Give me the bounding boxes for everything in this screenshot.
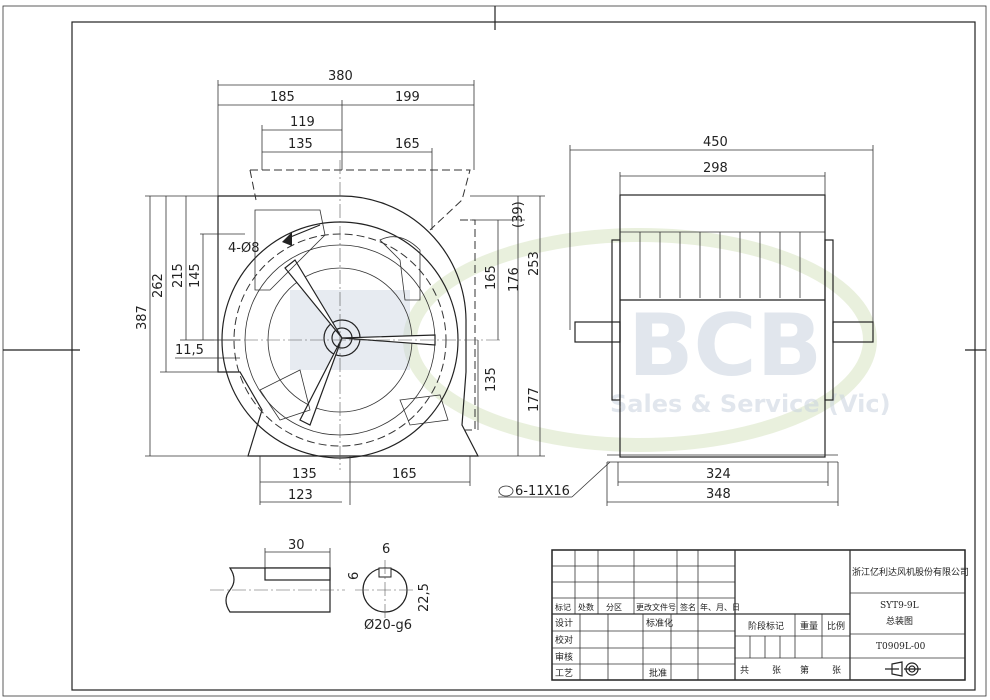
role-review: 审核	[555, 651, 573, 663]
dim-348: 348	[706, 487, 731, 502]
model-number: SYT9-9L	[880, 601, 919, 611]
dim-6-depth: 6	[347, 572, 362, 580]
header-date: 年、月、日	[700, 602, 740, 612]
dim-387: 387	[135, 305, 150, 330]
holes-note: 4-Ø8	[228, 241, 259, 256]
watermark-brand: BCB	[628, 296, 822, 396]
dim-185: 185	[270, 90, 295, 105]
header-signature: 签名	[680, 602, 696, 612]
dim-324: 324	[706, 467, 731, 482]
slots-note: 6-11X16	[515, 484, 570, 499]
slot-icon	[498, 485, 514, 497]
dim-199: 199	[395, 90, 420, 105]
dim-177: 177	[527, 387, 542, 412]
dim-135-right: 135	[484, 367, 499, 392]
dim-22-5: 22,5	[417, 583, 432, 612]
header-change-doc: 更改文件号	[636, 602, 676, 612]
dim-380: 380	[328, 69, 353, 84]
dim-119: 119	[290, 115, 315, 130]
dim-165-top: 165	[395, 137, 420, 152]
front-view: 380 185 199 119 135 165 387 262 215 145 …	[135, 69, 545, 505]
drawing-frame	[71, 21, 976, 691]
dim-262: 262	[151, 273, 166, 298]
dim-30: 30	[288, 538, 305, 553]
title-block: 标记 处数 分区 更改文件号 签名 年、月、日 设计 校对 审核 工艺 标准化 …	[551, 549, 969, 681]
scale-label: 比例	[827, 620, 845, 632]
company-name: 浙江亿利达风机股份有限公司	[852, 566, 969, 578]
dim-20-g6: Ø20-g6	[364, 618, 412, 633]
dim-165-right: 165	[484, 265, 499, 290]
shaft-detail: 30 6 6 22,5 Ø20-g6	[210, 538, 432, 633]
header-count: 处数	[578, 602, 594, 612]
sheet-unit-label-2: 张	[832, 665, 841, 676]
drawing-number: T0909L-00	[876, 642, 926, 652]
dim-253: 253	[527, 251, 542, 276]
weight-label: 重量	[800, 620, 818, 632]
dim-135-bottom: 135	[292, 467, 317, 482]
sheets-unit-label: 张	[772, 665, 781, 676]
role-design: 设计	[555, 617, 573, 629]
dim-135-top: 135	[288, 137, 313, 152]
dim-215: 215	[171, 263, 186, 288]
approval-label: 批准	[649, 667, 667, 679]
dim-450: 450	[703, 135, 728, 150]
dim-123: 123	[288, 488, 313, 503]
dim-11-5: 11,5	[175, 343, 204, 358]
role-process: 工艺	[555, 668, 573, 679]
drawing-name: 总装图	[886, 615, 913, 627]
side-view: 450 298 324 348 6-11X16	[498, 135, 874, 506]
header-mark: 标记	[555, 602, 571, 612]
stage-mark-label: 阶段标记	[748, 620, 784, 632]
dim-145: 145	[188, 263, 203, 288]
dim-39: (39)	[511, 201, 526, 228]
sheets-total-label: 共	[740, 665, 749, 676]
watermark-tagline: Sales & Service (Vic)	[610, 390, 891, 418]
projection-symbol-icon	[885, 661, 921, 677]
dim-6-width: 6	[382, 542, 390, 557]
dim-298: 298	[703, 161, 728, 176]
sheet-number-label: 第	[800, 664, 809, 676]
header-zone: 分区	[606, 603, 622, 612]
role-check: 校对	[555, 634, 573, 646]
dim-165-bottom: 165	[392, 467, 417, 482]
standardization-label: 标准化	[646, 617, 673, 629]
dim-176: 176	[507, 267, 522, 292]
